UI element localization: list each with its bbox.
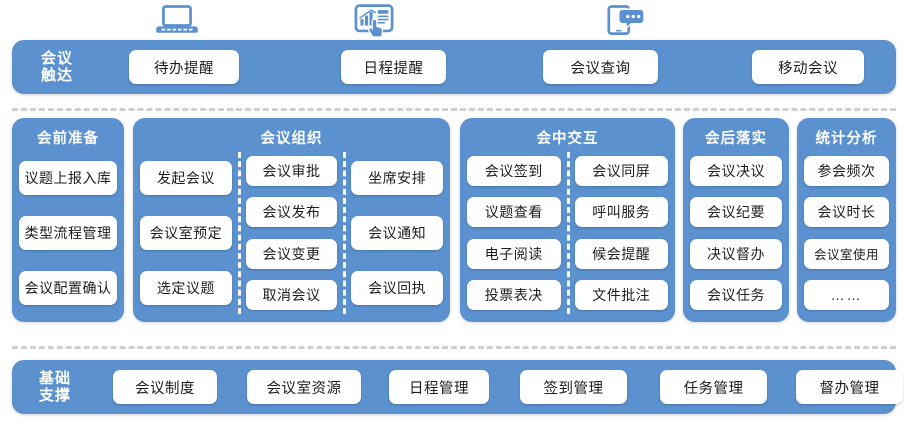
item-vote-resolution[interactable]: 投票表决 [467,280,561,311]
item-meeting-notice[interactable]: 会议通知 [351,215,444,250]
item-topic-report-entry[interactable]: 议题上报入库 [19,160,117,195]
support-item-room-resource[interactable]: 会议室资源 [247,370,361,404]
item-room-booking[interactable]: 会议室预定 [140,215,232,250]
foundation-support-label-line1: 基础 [38,369,71,387]
item-select-topic[interactable]: 选定议题 [140,271,232,306]
item-file-annotation[interactable]: 文件批注 [574,280,668,311]
item-meeting-cancel[interactable]: 取消会议 [245,280,338,311]
separator-top [12,108,896,111]
panel-statistics-analysis-title: 统计分析 [815,131,878,147]
panel-in-meeting-column-1: 会议签到 议题查看 电子阅读 投票表决 [460,150,568,316]
foundation-support-band: 基础 支撑 会议制度 会议室资源 日程管理 签到管理 任务管理 督办管理 [12,360,903,414]
panel-meeting-organization: 会议组织 发起会议 会议室预定 选定议题 会议审批 会议发布 会议变更 取消会议… [133,118,450,322]
panel-post-meeting-column-1: 会议决议 会议纪要 决议督办 会议任务 [683,150,789,316]
meeting-reach-label: 会议 触达 [22,50,92,85]
item-meeting-publish[interactable]: 会议发布 [245,197,338,228]
item-call-service[interactable]: 呼叫服务 [574,197,668,228]
item-meeting-resolution[interactable]: 会议决议 [690,155,782,186]
support-item-task-management[interactable]: 任务管理 [660,370,767,404]
reach-item-meeting-query[interactable]: 会议查询 [543,50,658,84]
support-item-signin-management[interactable]: 签到管理 [520,370,627,404]
top-icon-row [0,0,908,42]
item-initiate-meeting[interactable]: 发起会议 [140,160,232,195]
meeting-reach-band: 会议 触达 待办提醒 日程提醒 会议查询 移动会议 [12,40,896,94]
item-attendance-frequency[interactable]: 参会频次 [804,155,889,186]
support-item-schedule-management[interactable]: 日程管理 [389,370,489,404]
panel-meeting-organization-column-2: 会议审批 会议发布 会议变更 取消会议 [237,150,345,316]
item-resolution-supervision[interactable]: 决议督办 [690,238,782,269]
foundation-support-label-line2: 支撑 [38,387,71,404]
item-meeting-duration[interactable]: 会议时长 [804,197,889,228]
item-meeting-minutes[interactable]: 会议纪要 [690,197,782,228]
panel-in-meeting-column-2: 会议同屏 呼叫服务 候会提醒 文件批注 [566,150,676,316]
panel-meeting-organization-title: 会议组织 [260,131,323,147]
item-meeting-config-confirm[interactable]: 会议配置确认 [19,271,117,306]
mobile-chat-icon [604,2,648,40]
meeting-reach-label-line2: 触达 [40,67,73,84]
item-seating-arrangement[interactable]: 坐席安排 [351,160,444,195]
tablet-dashboard-touch-icon [352,2,396,40]
panel-pre-meeting: 会前准备 议题上报入库 类型流程管理 会议配置确认 [12,118,124,322]
item-more-ellipsis[interactable]: …… [804,280,889,311]
meeting-reach-label-line1: 会议 [40,49,73,67]
panel-pre-meeting-title: 会前准备 [37,131,99,147]
item-electronic-reading[interactable]: 电子阅读 [467,238,561,269]
item-type-process-management[interactable]: 类型流程管理 [19,215,117,250]
reach-item-mobile-meeting[interactable]: 移动会议 [752,50,864,84]
panel-post-meeting-title: 会后落实 [705,131,767,147]
panel-meeting-organization-column-3: 坐席安排 会议通知 会议回执 [343,150,450,316]
item-waiting-reminder[interactable]: 候会提醒 [574,238,668,269]
panel-statistics-analysis: 统计分析 参会频次 会议时长 会议室使用 …… [797,118,896,322]
support-item-supervision-management[interactable]: 督办管理 [796,370,903,404]
item-screen-sharing[interactable]: 会议同屏 [574,155,668,186]
panel-pre-meeting-column-1: 议题上报入库 类型流程管理 会议配置确认 [12,150,124,316]
panel-in-meeting-interaction-title: 会中交互 [536,131,599,147]
item-meeting-receipt[interactable]: 会议回执 [351,271,444,306]
reach-item-todo-reminder[interactable]: 待办提醒 [129,50,239,84]
item-topic-view[interactable]: 议题查看 [467,197,561,228]
panel-meeting-organization-column-1: 发起会议 会议室预定 选定议题 [133,150,239,316]
separator-bottom [12,346,896,349]
item-meeting-task[interactable]: 会议任务 [690,280,782,311]
item-meeting-approval[interactable]: 会议审批 [245,155,338,186]
item-meeting-signin[interactable]: 会议签到 [467,155,561,186]
panel-post-meeting: 会后落实 会议决议 会议纪要 决议督办 会议任务 [683,118,789,322]
panel-statistics-column-1: 参会频次 会议时长 会议室使用 …… [797,150,896,316]
foundation-support-label: 基础 支撑 [20,370,90,405]
reach-item-schedule-reminder[interactable]: 日程提醒 [341,50,446,84]
item-room-usage[interactable]: 会议室使用 [804,238,889,269]
panel-in-meeting-interaction: 会中交互 会议签到 议题查看 电子阅读 投票表决 会议同屏 呼叫服务 候会提醒 … [460,118,675,322]
support-item-meeting-system[interactable]: 会议制度 [113,370,217,404]
item-meeting-change[interactable]: 会议变更 [245,238,338,269]
laptop-icon [155,2,199,40]
